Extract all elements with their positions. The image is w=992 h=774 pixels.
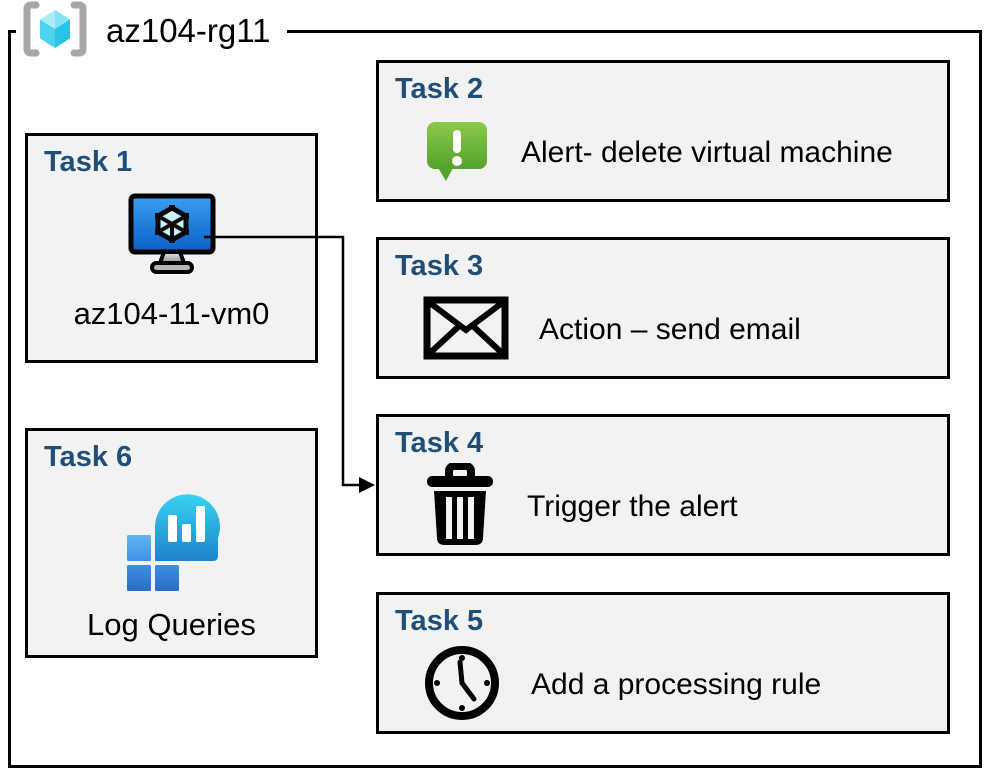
task6-box: Task 6	[25, 428, 318, 658]
task4-box: Task 4 Trigger the alert	[376, 414, 950, 556]
task6-label: Log Queries	[87, 607, 256, 643]
task3-heading: Task 3	[395, 250, 484, 282]
resource-group-border	[8, 30, 982, 768]
task2-label: Alert- delete virtual machine	[521, 136, 893, 170]
task2-heading: Task 2	[395, 73, 484, 105]
task3-label: Action – send email	[539, 313, 801, 347]
resource-group-icon	[22, 0, 88, 63]
trash-icon	[423, 461, 497, 552]
task4-heading: Task 4	[395, 427, 484, 459]
task5-label: Add a processing rule	[531, 668, 822, 702]
virtual-machine-icon	[125, 193, 219, 280]
task2-box: Task 2 Alert- delete virtual machine	[376, 60, 950, 202]
task5-box: Task 5 Add a processing rule	[376, 592, 950, 734]
log-analytics-icon	[122, 488, 222, 597]
task4-label: Trigger the alert	[527, 490, 738, 524]
resource-group-name: az104-rg11	[106, 12, 271, 49]
resource-group-legend: az104-rg11	[16, 0, 287, 62]
task6-heading: Task 6	[44, 441, 133, 473]
task1-heading: Task 1	[44, 146, 133, 178]
clock-icon	[423, 644, 501, 727]
alert-icon	[423, 118, 491, 189]
email-icon	[423, 296, 509, 365]
task1-label: az104-11-vm0	[73, 296, 270, 332]
task1-box: Task 1	[25, 133, 318, 363]
task3-box: Task 3 Action – send email	[376, 237, 950, 379]
task5-heading: Task 5	[395, 605, 484, 637]
